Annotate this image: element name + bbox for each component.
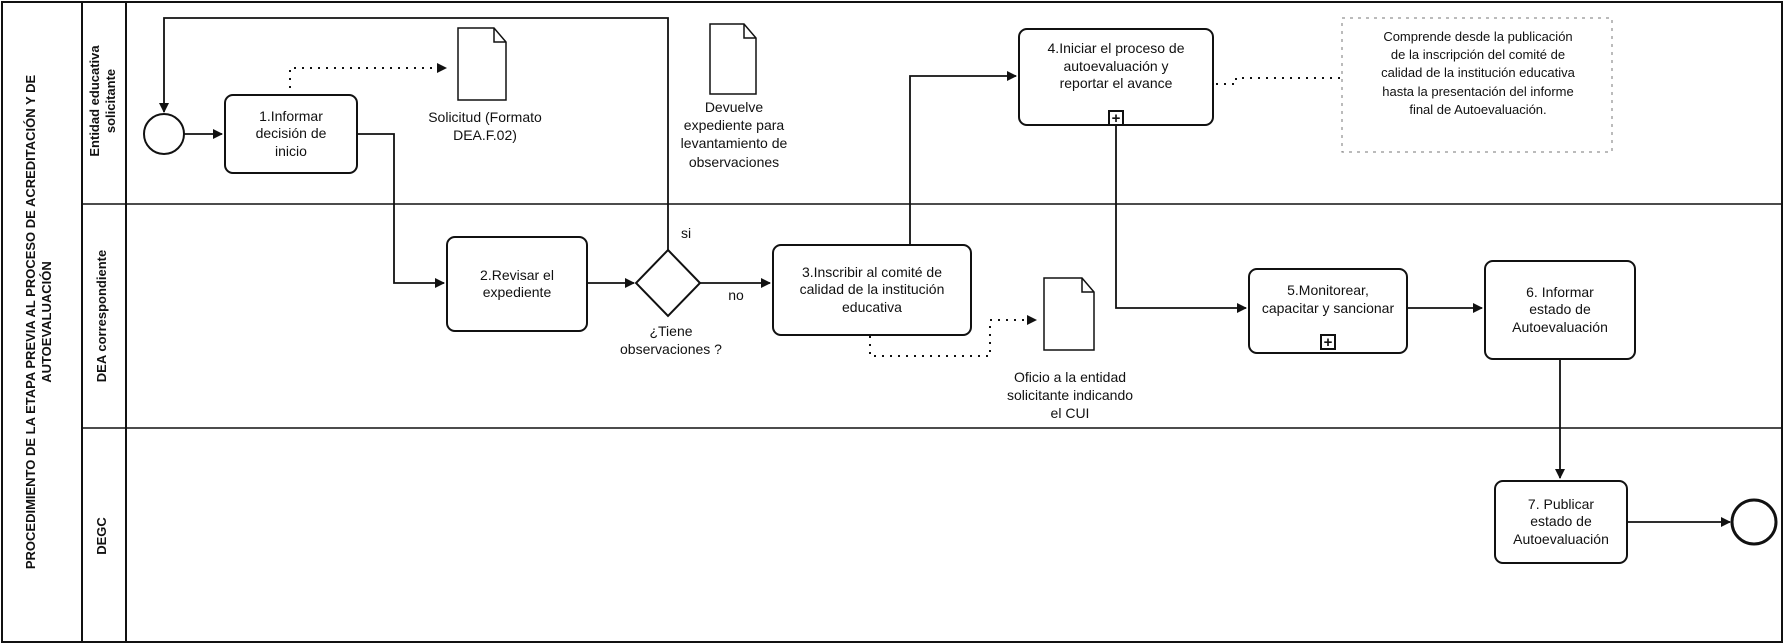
lane-label-degc: DEGC xyxy=(94,517,109,555)
document-label-solicitud: Solicitud (Formato DEA.F.02) xyxy=(428,109,542,144)
task-informar-estado[interactable]: 6. Informar estado de Autoevaluación xyxy=(1484,260,1636,360)
document-icon-oficio xyxy=(1043,277,1095,351)
document-label-oficio: Oficio a la entidad solicitante indicand… xyxy=(1006,369,1134,422)
task-revisar-expediente-label: 2.Revisar el expediente xyxy=(480,266,554,301)
task-informar-decision-label: 1.Informar decisión de inicio xyxy=(255,107,327,159)
task-inscribir-comite-label: 3.Inscribir al comité de calidad de la i… xyxy=(799,263,945,315)
text-annotation-frame xyxy=(1341,17,1613,153)
lane-label-entidad: Entidad educativa solicitante xyxy=(87,45,118,157)
task-publicar-estado-label: 7. Publicar estado de Autoevaluación xyxy=(1513,495,1609,547)
task-iniciar-autoevaluacion[interactable]: 4.Iniciar el proceso de autoevaluación y… xyxy=(1018,28,1214,126)
flow-t1-t2 xyxy=(358,133,445,288)
document-icon-devuelve xyxy=(709,23,757,95)
document-icon-solicitud xyxy=(457,27,507,101)
document-label-devuelve: Devuelve expediente para levantamiento d… xyxy=(680,99,788,170)
task-informar-estado-label: 6. Informar estado de Autoevaluación xyxy=(1512,283,1608,335)
decision-gateway xyxy=(634,248,702,318)
pool-title: PROCEDIMIENTO DE LA ETAPA PREVIA AL PROC… xyxy=(23,74,55,570)
subprocess-marker-task5[interactable]: + xyxy=(1320,334,1336,350)
task-publicar-estado[interactable]: 7. Publicar estado de Autoevaluación xyxy=(1494,480,1628,564)
association-t1-solicitud xyxy=(289,63,447,96)
task-inscribir-comite[interactable]: 3.Inscribir al comité de calidad de la i… xyxy=(772,244,972,336)
task-monitorear-label: 5.Monitorear, capacitar y sancionar xyxy=(1261,282,1395,316)
flow-t4-t5 xyxy=(1115,126,1247,313)
subprocess-marker-task4[interactable]: + xyxy=(1108,110,1124,126)
gateway-yes-label: si xyxy=(680,225,692,241)
association-t4-annotation xyxy=(1216,77,1340,85)
task-informar-decision[interactable]: 1.Informar decisión de inicio xyxy=(224,94,358,174)
end-event xyxy=(1730,498,1778,546)
start-event xyxy=(143,113,185,155)
text-annotation: Comprende desde la publicación de la ins… xyxy=(1381,29,1575,117)
task-iniciar-autoevaluacion-label: 4.Iniciar el proceso de autoevaluación y… xyxy=(1047,40,1185,91)
gateway-no-label: no xyxy=(728,287,744,303)
task-revisar-expediente[interactable]: 2.Revisar el expediente xyxy=(446,236,588,332)
flow-gateway-yes-start xyxy=(159,17,669,250)
gateway-question: ¿Tiene observaciones ? xyxy=(620,323,722,358)
lane-label-dea: DEA correspondiente xyxy=(94,249,109,383)
flow-t3-t4 xyxy=(909,71,1017,244)
